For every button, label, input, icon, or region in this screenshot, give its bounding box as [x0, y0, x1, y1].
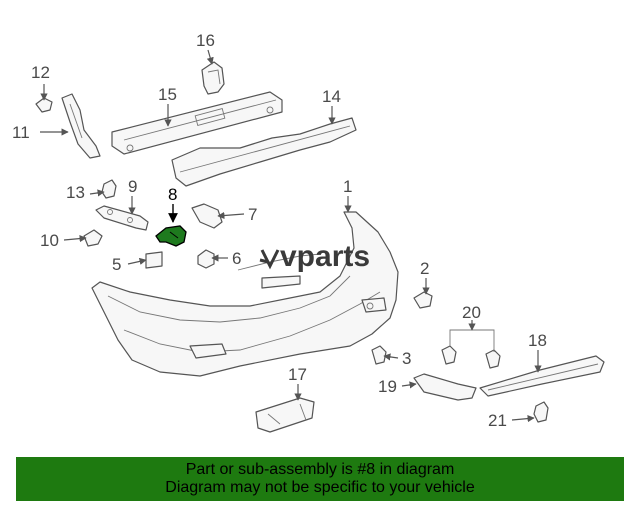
- callout-2: 2: [420, 259, 429, 278]
- part-18-garnish: [479, 355, 605, 397]
- callout-13: 13: [66, 183, 85, 202]
- callout-labels: 12 11 16 15 14 13 9 8 7 10 5 6 1 2 20 3 …: [12, 31, 547, 430]
- part-16-bracket: [201, 61, 225, 95]
- callout-3: 3: [402, 349, 411, 368]
- callout-12: 12: [31, 63, 50, 82]
- callout-9: 9: [128, 177, 137, 196]
- part-2-bolt: [413, 291, 433, 309]
- banner-line-1: Part or sub-assembly is #8 in diagram: [185, 461, 455, 478]
- leader-lines: [40, 49, 542, 423]
- part-1-bumper-cover: [91, 211, 399, 377]
- part-8-highlighted: [155, 225, 187, 247]
- watermark-text: vparts: [280, 240, 370, 273]
- callout-18: 18: [528, 331, 547, 350]
- part-21-clip: [533, 401, 549, 423]
- callout-5: 5: [112, 255, 121, 274]
- callout-6: 6: [232, 249, 241, 268]
- watermark-logo: vparts: [259, 240, 370, 273]
- callout-11: 11: [12, 123, 30, 142]
- part-12-clip: [35, 97, 53, 113]
- callout-1: 1: [343, 177, 352, 196]
- callout-14: 14: [322, 87, 341, 106]
- part-7-support: [191, 203, 223, 229]
- part-11-retainer: [61, 93, 101, 159]
- banner-line-2: Diagram may not be specific to your vehi…: [165, 479, 475, 496]
- part-3-clip: [371, 345, 387, 365]
- callout-19: 19: [378, 377, 397, 396]
- callout-21: 21: [488, 411, 507, 430]
- callout-7: 7: [248, 205, 257, 224]
- info-banner: Part or sub-assembly is #8 in diagram Di…: [16, 457, 624, 501]
- part-17-reflector: [255, 397, 315, 433]
- callout-20: 20: [462, 303, 481, 322]
- callout-16: 16: [196, 31, 215, 50]
- part-13-screw: [101, 179, 117, 199]
- part-19-garnish: [413, 373, 477, 401]
- part-10-clip: [83, 229, 103, 247]
- part-5-plate: [145, 251, 163, 269]
- part-20-fasteners: [441, 345, 501, 369]
- part-15-reinforcement: [111, 91, 283, 155]
- part-6-pad: [197, 249, 215, 269]
- callout-15: 15: [158, 85, 177, 104]
- callout-17: 17: [288, 365, 307, 384]
- callout-8: 8: [168, 185, 177, 204]
- callout-10: 10: [40, 231, 59, 250]
- part-9-support: [95, 205, 149, 231]
- part-14-absorber: [171, 117, 357, 187]
